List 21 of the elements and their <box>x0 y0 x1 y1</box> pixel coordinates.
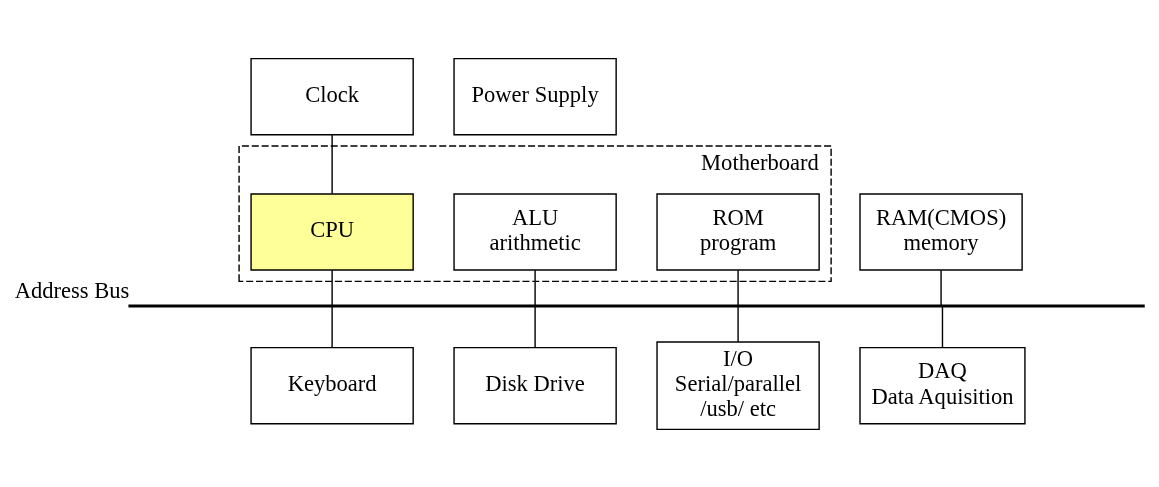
connector <box>737 305 739 342</box>
node-box: ALU arithmetic <box>453 192 617 271</box>
connector <box>331 305 333 348</box>
connector <box>331 133 333 194</box>
node-box: Clock <box>250 57 414 135</box>
node-box: Keyboard <box>250 346 414 424</box>
node-box: Disk Drive <box>453 346 617 424</box>
connector <box>534 269 536 306</box>
connector <box>940 269 942 306</box>
connector <box>737 269 739 306</box>
node-box: I/O Serial/parallel /usb/ etc <box>656 340 820 430</box>
node-box: DAQ Data Aquisition <box>859 346 1026 424</box>
connector <box>941 305 944 348</box>
node-box: ROM program <box>656 192 820 271</box>
node-box: Power Supply <box>453 57 617 135</box>
node-box: CPU <box>250 192 414 271</box>
connector <box>534 305 536 348</box>
connector <box>331 269 333 306</box>
node-label: Address Bus <box>14 277 130 303</box>
node-bar <box>128 304 1145 307</box>
node-box: RAM(CMOS) memory <box>859 192 1023 271</box>
